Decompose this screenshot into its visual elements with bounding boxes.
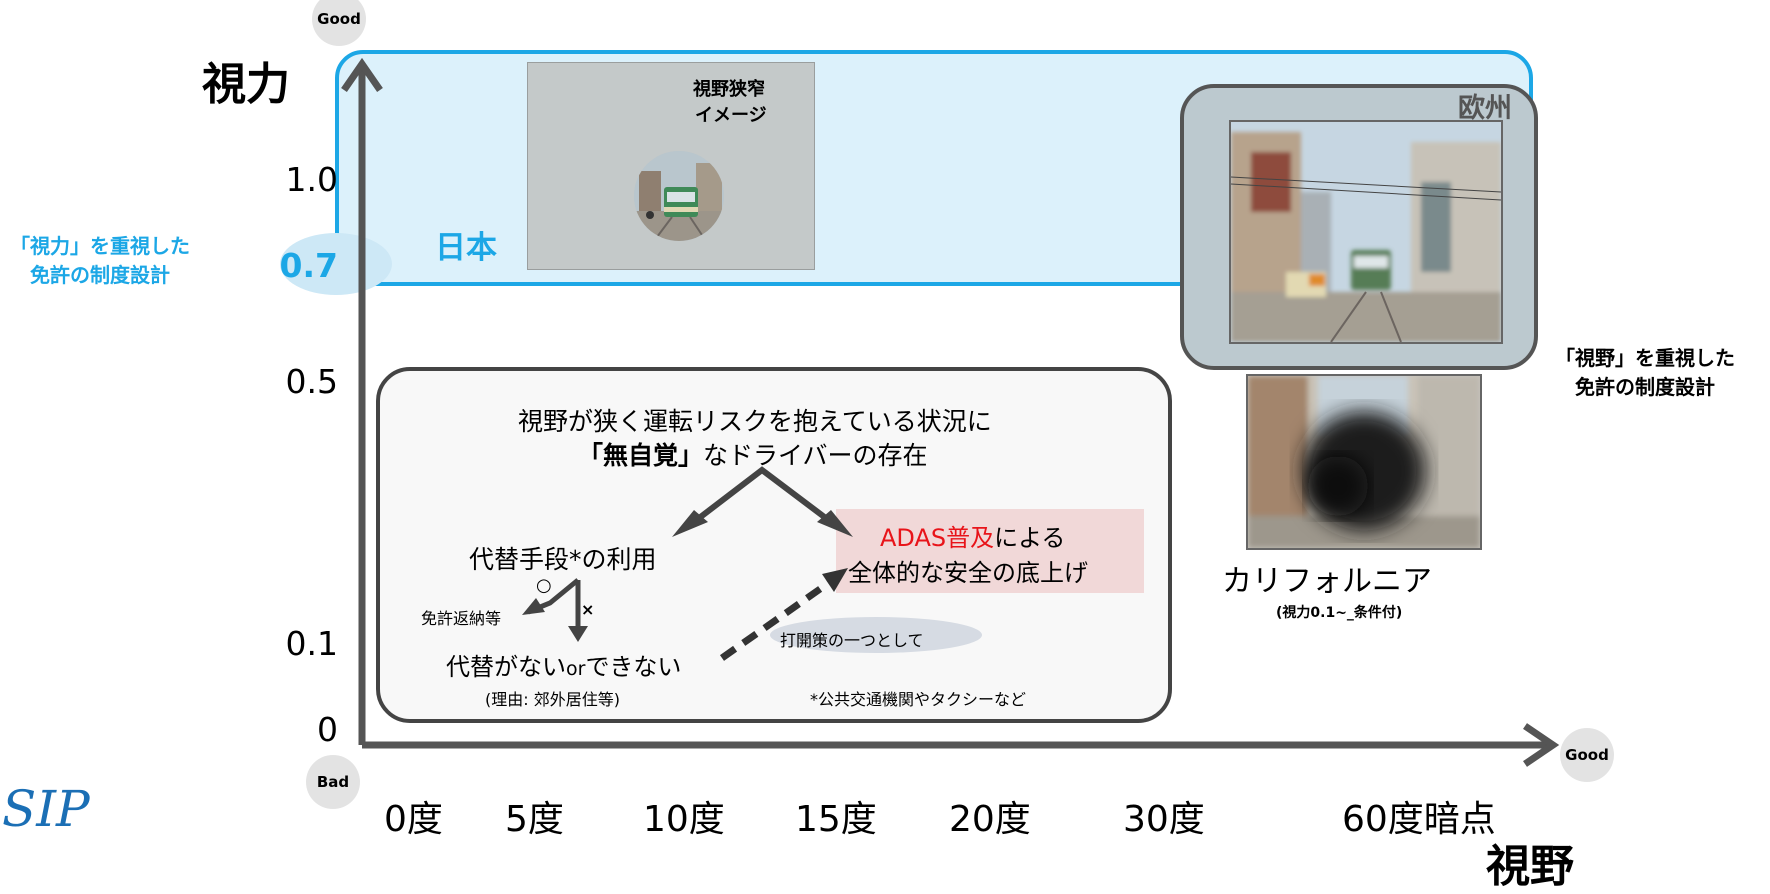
x-tick-10: 10度 <box>643 799 725 840</box>
y-tick-0: 0 <box>317 710 338 749</box>
y-tick-1-0: 1.0 <box>285 160 338 199</box>
y-good-badge: Good <box>312 0 366 46</box>
x-axis-title: 視野 <box>1486 841 1574 892</box>
adas-line2: 全体的な安全の底上げ <box>848 559 1088 587</box>
california-street-photo <box>1246 374 1482 550</box>
y-tick-0-5: 0.5 <box>285 362 338 401</box>
y-tick-0-7: 0.7 <box>279 246 338 285</box>
risk-statement-line2: 「無自覚」なドライバーの存在 <box>578 441 928 470</box>
acuity-highlight-ellipse <box>280 233 392 295</box>
narrowing-caption: 視野狭窄 イメージ <box>693 79 767 126</box>
x-tick-60-scotoma: 60度暗点 <box>1342 799 1496 840</box>
narrow-field-photo <box>634 151 724 241</box>
x-tick-15: 15度 <box>795 799 877 840</box>
visual-narrowing-image: 視野狭窄 イメージ <box>527 62 815 270</box>
x-tick-5: 5度 <box>505 799 564 840</box>
blurred-scotoma-illustration <box>1248 376 1480 548</box>
x-tick-20: 20度 <box>949 799 1031 840</box>
cross-mark: × <box>581 600 595 619</box>
y-tick-0-1: 0.1 <box>285 624 338 663</box>
arrow-left-head <box>672 510 708 537</box>
x-tick-0: 0度 <box>384 799 443 840</box>
risk-statement-line1: 視野が狭く運転リスクを抱えている状況に <box>518 407 992 436</box>
acuity-design-label: 「視力」を重視した 免許の制度設計 <box>10 234 190 287</box>
dashed-arrowhead <box>822 568 848 592</box>
arrow-right-head <box>817 510 853 537</box>
no-alt-arrowhead <box>568 626 588 642</box>
no-alternative-reason: (理由: 郊外居住等) <box>485 690 620 709</box>
europe-label: 欧州 <box>1458 93 1512 124</box>
alternative-transport-label: 代替手段*の利用 <box>469 545 657 574</box>
europe-street-photo <box>1229 120 1503 344</box>
x-tick-30: 30度 <box>1123 799 1205 840</box>
adas-box <box>836 509 1144 593</box>
x-good-badge: Good <box>1560 728 1614 782</box>
y-axis-title: 視力 <box>202 59 290 110</box>
measure-label: 打開策の一つとして <box>780 631 924 650</box>
surrender-arrowhead <box>522 598 545 615</box>
tram-street-illustration <box>1231 122 1501 342</box>
california-label: カリフォルニア <box>1222 564 1432 599</box>
y-axis-arrowhead <box>341 57 383 92</box>
x-axis-arrowhead <box>1523 723 1560 767</box>
license-surrender-label: 免許返納等 <box>421 609 502 628</box>
california-note: (視力0.1~_条件付) <box>1276 605 1403 621</box>
split-arrow-lines <box>688 466 837 528</box>
unaware-emphasis: 無自覚 <box>603 441 679 470</box>
measure-pill <box>770 617 982 653</box>
japan-label: 日本 <box>435 230 497 266</box>
no-alternative-label: 代替がないorできない <box>446 653 682 681</box>
risk-awareness-box <box>376 367 1172 723</box>
origin-bad-badge: Bad <box>306 755 360 809</box>
adas-line1: ADAS普及による <box>880 524 1066 552</box>
field-design-label: 「視野」を重視した 免許の制度設計 <box>1555 346 1735 399</box>
circle-mark: ○ <box>536 575 552 596</box>
footnote: *公共交通機関やタクシーなど <box>810 690 1027 709</box>
dashed-arrow-line <box>719 579 833 661</box>
sip-logo: SIP <box>2 780 90 838</box>
